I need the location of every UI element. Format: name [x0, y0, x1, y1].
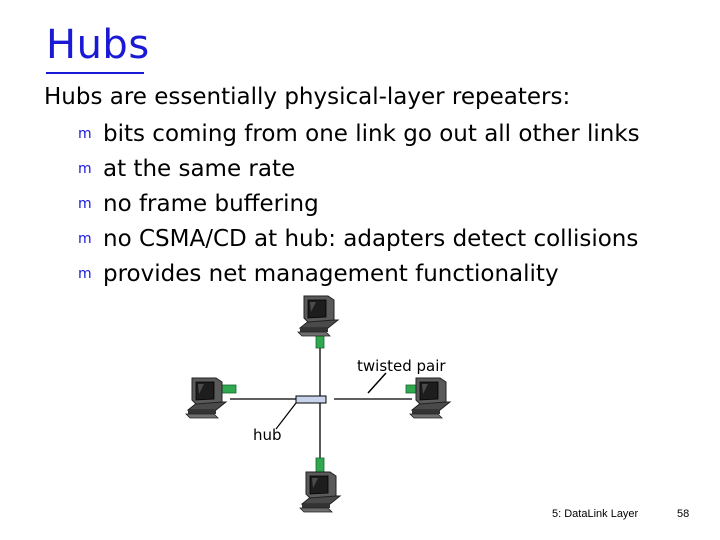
bullet-icon: m — [78, 160, 92, 177]
bullet-item: m bits coming from one link go out all o… — [78, 116, 640, 151]
lead-text: Hubs are essentially physical-layer repe… — [44, 84, 571, 110]
bullet-item: m at the same rate — [78, 151, 640, 186]
bullet-text: no CSMA/CD at hub: adapters detect colli… — [103, 225, 639, 252]
bullet-text: provides net management functionality — [103, 260, 559, 287]
desktop-computer-icon — [297, 295, 339, 337]
desktop-computer-icon — [185, 377, 227, 419]
title-underline — [46, 72, 144, 74]
bullet-item: m no frame buffering — [78, 186, 640, 221]
bullet-list: m bits coming from one link go out all o… — [78, 116, 640, 291]
hub-pointer — [275, 402, 297, 430]
desktop-computer-icon — [299, 471, 341, 513]
adapter-left — [221, 384, 237, 394]
page-number: 58 — [677, 508, 690, 520]
twisted-pair-pointer — [367, 372, 387, 394]
twisted-pair-label: twisted pair — [357, 357, 446, 375]
bullet-text: no frame buffering — [103, 190, 319, 217]
bullet-item: m provides net management functionality — [78, 256, 640, 291]
bullet-icon: m — [78, 195, 92, 212]
hub-device — [295, 395, 327, 404]
bullet-icon: m — [78, 230, 92, 247]
bullet-icon: m — [78, 265, 92, 282]
bullet-icon: m — [78, 125, 92, 142]
hub-label: hub — [253, 426, 282, 444]
bullet-item: m no CSMA/CD at hub: adapters detect col… — [78, 221, 640, 256]
bullet-text: bits coming from one link go out all oth… — [103, 120, 640, 147]
footer-chapter: 5: DataLink Layer — [552, 508, 639, 520]
desktop-computer-icon — [409, 377, 451, 419]
bullet-text: at the same rate — [103, 155, 296, 182]
slide-title: Hubs — [46, 22, 150, 68]
